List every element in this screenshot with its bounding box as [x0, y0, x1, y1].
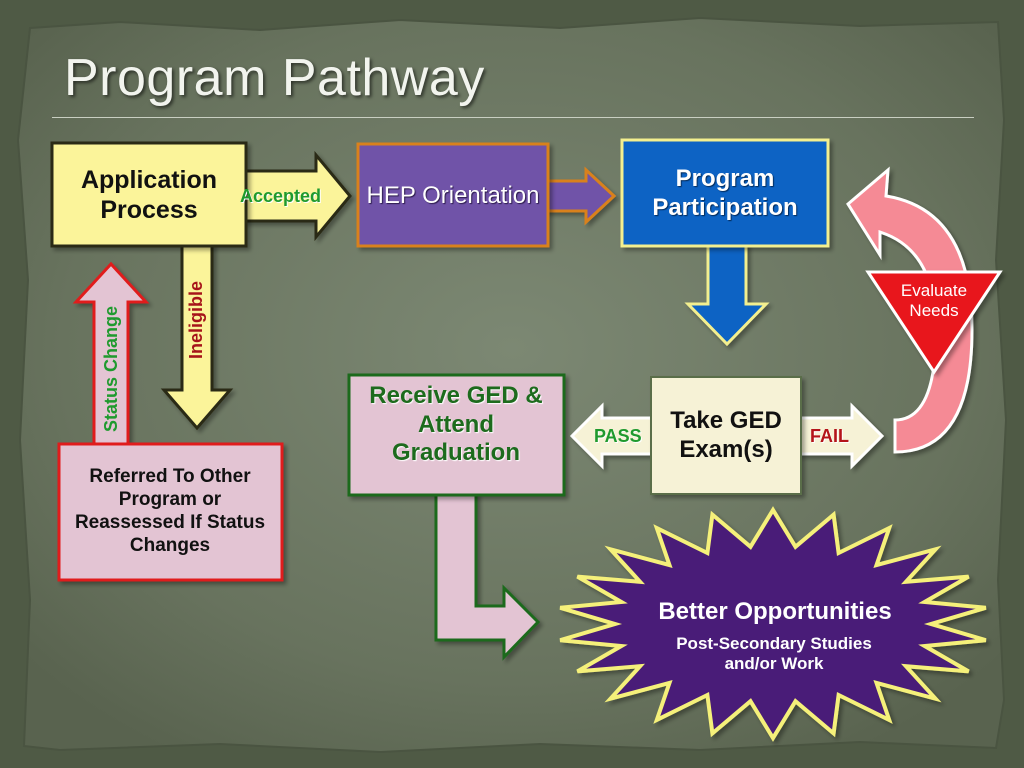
status-change-label: Status Change: [101, 305, 121, 433]
take-ged-box: [650, 376, 802, 495]
better-opportunities-burst: [559, 506, 987, 742]
program-box: [620, 138, 830, 248]
ineligible-down-arrow: [160, 242, 234, 431]
hep-box-label: HEP Orientation: [366, 181, 540, 209]
receive-ged-box-label: Receive GED & Attend Graduation: [369, 381, 543, 467]
program-down-arrow: [684, 242, 770, 347]
receive-ged-bent-arrow: [434, 492, 541, 661]
ineligible-label: Ineligible: [186, 281, 206, 360]
better-opportunities-subtitle: Post-Secondary Studies and/or Work: [676, 633, 872, 673]
application-right-arrow: [242, 150, 352, 242]
accepted-label: Accepted: [240, 186, 322, 206]
page-title: Program Pathway: [64, 49, 485, 107]
title-divider: [52, 117, 974, 118]
referred-box: [57, 442, 284, 582]
referred-box-label: Referred To Other Program or Reassessed …: [74, 466, 266, 556]
hep-box: [356, 142, 550, 248]
fail-right-arrow: [798, 402, 885, 470]
hep-right-arrow: [544, 166, 617, 226]
fail-label: FAIL: [810, 426, 849, 446]
pass-left-arrow: [569, 402, 654, 470]
take-ged-box-label: Take GED Exam(s): [670, 407, 782, 463]
better-opportunities-title: Better Opportunities: [658, 597, 892, 625]
status-change-up-arrow: [72, 261, 150, 448]
receive-ged-box: [347, 373, 566, 497]
application-box-label: Application Process: [80, 166, 218, 224]
application-box: [50, 141, 248, 248]
program-box-label: Program Participation: [652, 165, 798, 221]
evaluate-needs-label: Evaluate Needs: [900, 280, 968, 320]
pass-label: PASS: [594, 426, 642, 446]
evaluate-triangle: [865, 270, 1003, 375]
